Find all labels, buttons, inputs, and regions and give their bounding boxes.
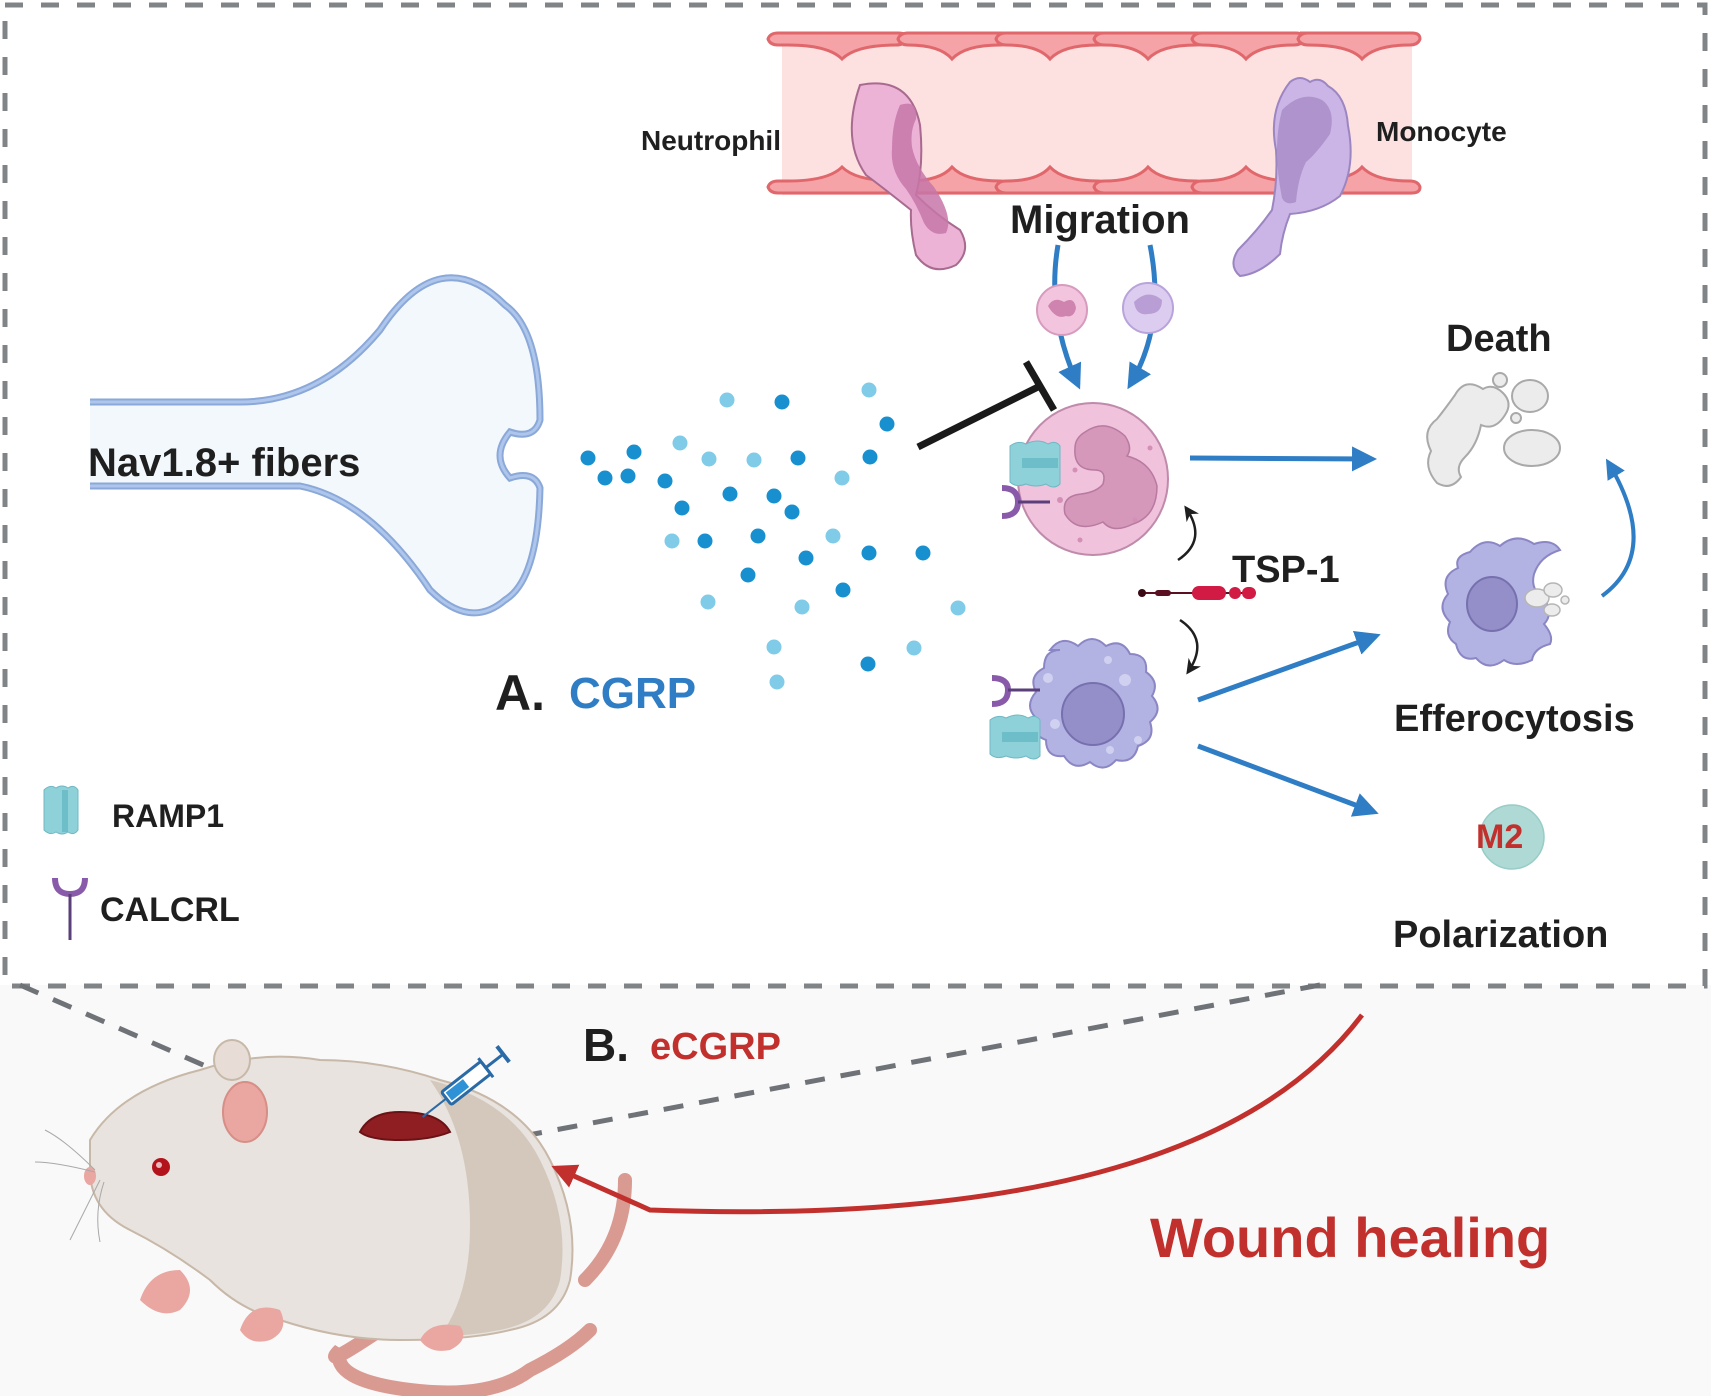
legend-ramp1-icon [43, 785, 79, 835]
cgrp-molecule-dot [750, 528, 766, 544]
cgrp-molecule-dot [835, 582, 851, 598]
migration-label: Migration [1010, 198, 1190, 242]
cgrp-molecule-dot [915, 545, 931, 561]
cgrp-molecule-dot [700, 594, 716, 610]
zoom-frame [2, 2, 1708, 989]
mouse-illustration [34, 1039, 632, 1396]
cgrp-molecule-dot [861, 545, 877, 561]
cgrp-molecule-dot [862, 449, 878, 465]
cgrp-molecule-dot [834, 470, 850, 486]
circulating-neutrophil-icon [1036, 284, 1088, 336]
m2-badge: M2 [1476, 818, 1524, 856]
cgrp-molecules [580, 382, 966, 690]
cgrp-molecule-dot [769, 674, 785, 690]
circulating-monocyte-icon [1122, 282, 1174, 334]
cgrp-molecule-dot [766, 488, 782, 504]
cgrp-molecule-dot [798, 550, 814, 566]
inhibition-symbol [916, 360, 1058, 451]
calcrl-receptor-icon [1001, 485, 1050, 519]
ramp1-receptor-icon [1009, 440, 1061, 488]
cgrp-molecule-dot [790, 450, 806, 466]
outcome-polarization-label: Polarization [1393, 914, 1609, 956]
arrow-efferocytosis-to-death [1600, 458, 1636, 598]
nerve-fiber [90, 274, 544, 617]
cgrp-molecule-dot [825, 528, 841, 544]
cgrp-molecule-dot [719, 392, 735, 408]
monocyte-cell [1029, 638, 1159, 769]
cgrp-molecule-dot [620, 468, 636, 484]
panel-a-letter: A. [495, 665, 545, 721]
legend-calcrl-icon [52, 877, 88, 940]
cgrp-molecule-dot [657, 473, 673, 489]
ramp1-receptor-icon [989, 714, 1041, 760]
cgrp-molecule-dot [580, 450, 596, 466]
panel-b-letter: B. [583, 1019, 629, 1071]
cgrp-molecule-dot [626, 444, 642, 460]
cgrp-molecule-dot [879, 416, 895, 432]
cgrp-molecule-dot [672, 435, 688, 451]
zoom-line-right [459, 982, 1321, 1151]
arrow-to-death [1189, 446, 1377, 472]
nerve-fiber-label: Nav1.8+ fibers [88, 441, 361, 485]
wound-healing-arrow [551, 1013, 1364, 1215]
cgrp-molecule-dot [774, 394, 790, 410]
cgrp-molecule-dot [794, 599, 810, 615]
tsp1-label: TSP-1 [1232, 549, 1340, 591]
cgrp-molecule-dot [664, 533, 680, 549]
m2-macrophage-icon [1479, 804, 1545, 870]
cgrp-molecule-dot [906, 640, 922, 656]
zoom-line-left [18, 982, 377, 1143]
cgrp-molecule-dot [740, 567, 756, 583]
cgrp-molecule-dot [784, 504, 800, 520]
panel-b-ecgrp-label: eCGRP [650, 1026, 781, 1068]
monocyte-label: Monocyte [1376, 116, 1507, 147]
cgrp-molecule-dot [674, 500, 690, 516]
tsp1-arrow-to-monocyte [1179, 618, 1201, 675]
cgrp-molecule-dot [950, 600, 966, 616]
cgrp-molecule-dot [746, 452, 762, 468]
cgrp-molecule-dot [766, 639, 782, 655]
tsp1-arrow-to-neutrophil [1177, 505, 1199, 562]
arrow-to-efferocytosis [1197, 631, 1381, 703]
cgrp-molecule-dot [722, 486, 738, 502]
wound-healing-label: Wound healing [1150, 1206, 1551, 1269]
outcome-efferocytosis-label: Efferocytosis [1394, 698, 1635, 740]
blood-vessel [766, 31, 1422, 278]
legend-ramp1-label: RAMP1 [112, 798, 225, 834]
neutrophil-label: Neutrophil [641, 125, 781, 156]
legend-calcrl-label: CALCRL [100, 891, 240, 929]
endothelium-top [766, 31, 1422, 62]
migrating-neutrophil [850, 82, 967, 271]
efferocytosis-macrophage-icon [1441, 537, 1570, 667]
outcome-death-label: Death [1446, 318, 1552, 360]
cgrp-molecule-dot [697, 533, 713, 549]
tsp1-molecule-icon [1138, 586, 1256, 600]
syringe-icon [422, 1045, 511, 1118]
cgrp-molecule-dot [701, 451, 717, 467]
calcrl-receptor-icon [991, 675, 1040, 707]
cgrp-molecule-dot [860, 656, 876, 672]
panel-a-cgrp-label: CGRP [569, 669, 697, 718]
cgrp-molecule-dot [861, 382, 877, 398]
arrow-to-polarization [1197, 743, 1379, 817]
wound-icon [358, 1110, 452, 1142]
cgrp-molecule-dot [597, 470, 613, 486]
dead-cell-icon [1426, 372, 1561, 487]
migrating-monocyte [1232, 77, 1352, 278]
